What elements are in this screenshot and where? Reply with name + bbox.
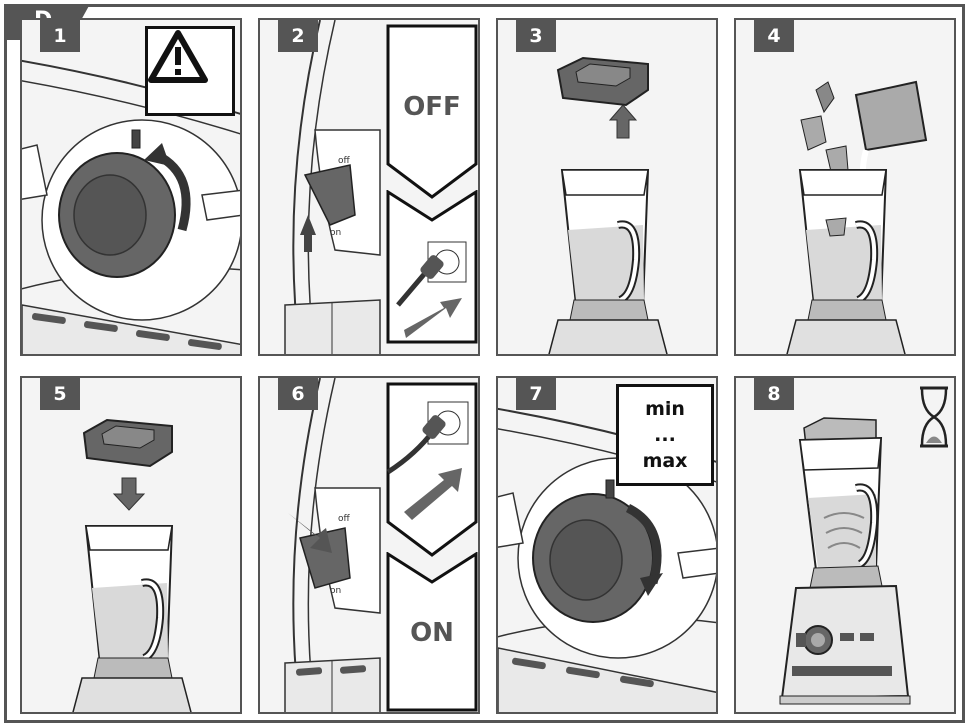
power-state-label: ON bbox=[388, 618, 476, 648]
speed-max-label: max bbox=[643, 448, 688, 474]
remove-lid-illustration bbox=[498, 20, 718, 356]
step-number: 7 bbox=[516, 378, 556, 410]
step-number: 4 bbox=[754, 20, 794, 52]
step-number: 6 bbox=[278, 378, 318, 410]
speed-min-label: min bbox=[645, 396, 685, 422]
switch-off-label: off bbox=[338, 156, 351, 166]
switch-on-label: on bbox=[330, 228, 341, 238]
step-number: 2 bbox=[278, 20, 318, 52]
unplug-box bbox=[386, 190, 478, 345]
step-panel-1: 1 bbox=[20, 18, 242, 356]
step-number: 1 bbox=[40, 20, 80, 52]
step-panel-5: 5 bbox=[20, 376, 242, 714]
hourglass-icon bbox=[916, 386, 952, 448]
step-panel-4: 4 bbox=[734, 18, 956, 356]
step-panel-2: 2 off on OFF bbox=[258, 18, 480, 356]
power-state-label: OFF bbox=[388, 92, 476, 122]
plug-in-box bbox=[386, 382, 478, 557]
step-panel-3: 3 bbox=[496, 18, 718, 356]
step-panel-7: 7 min ... max bbox=[496, 376, 718, 714]
speed-range-callout: min ... max bbox=[616, 384, 714, 486]
switch-off-label: off bbox=[338, 514, 351, 524]
warning-callout bbox=[145, 26, 235, 116]
attach-lid-illustration bbox=[22, 378, 242, 714]
speed-dots-label: ... bbox=[654, 422, 676, 448]
switch-on-label: on bbox=[330, 586, 341, 596]
step-number: 5 bbox=[40, 378, 80, 410]
step-panel-8: 8 bbox=[734, 376, 956, 714]
step-number: 3 bbox=[516, 20, 556, 52]
step-panel-6: 6 off on ON bbox=[258, 376, 480, 714]
step-number: 8 bbox=[754, 378, 794, 410]
warning-icon bbox=[148, 29, 208, 84]
add-ingredients-illustration bbox=[736, 20, 956, 356]
